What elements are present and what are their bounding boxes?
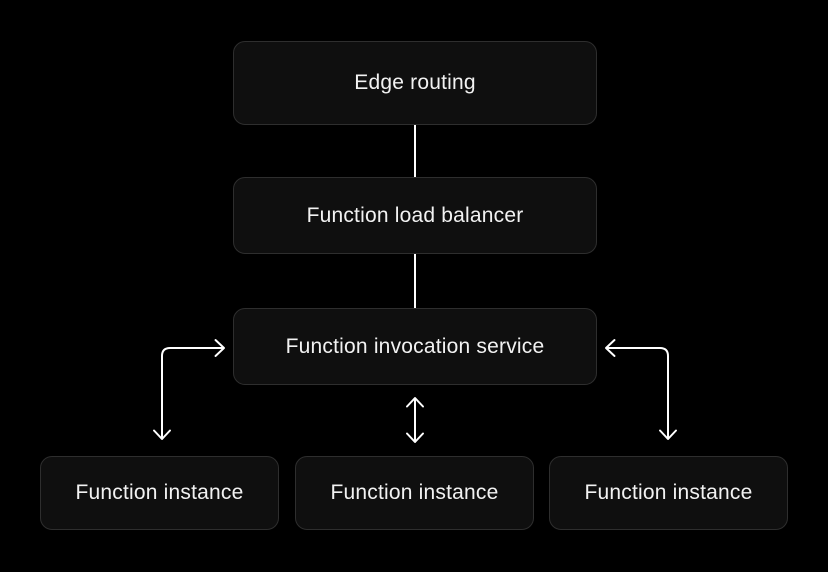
arrow-up-icon — [406, 397, 424, 408]
node-edge-routing: Edge routing — [233, 41, 597, 125]
arrow-right-icon — [214, 339, 225, 357]
node-function-load-balancer: Function load balancer — [233, 177, 597, 254]
node-label: Function instance — [75, 481, 244, 504]
arrow-down-icon — [659, 429, 677, 440]
node-function-instance-3: Function instance — [549, 456, 788, 530]
node-function-invocation-service: Function invocation service — [233, 308, 597, 385]
node-label: Function instance — [330, 481, 499, 504]
arrow-service-instance3-shaft — [606, 347, 669, 438]
node-label: Function load balancer — [306, 203, 524, 227]
node-function-instance-1: Function instance — [40, 456, 279, 530]
node-label: Function invocation service — [285, 334, 545, 358]
arrow-service-instance1-shaft — [161, 347, 224, 438]
arrow-left-icon — [605, 339, 616, 357]
node-label: Edge routing — [354, 71, 476, 94]
arrow-down-icon — [153, 429, 171, 440]
node-label: Function instance — [584, 481, 753, 504]
node-function-instance-2: Function instance — [295, 456, 534, 530]
arrow-down-icon — [406, 432, 424, 443]
